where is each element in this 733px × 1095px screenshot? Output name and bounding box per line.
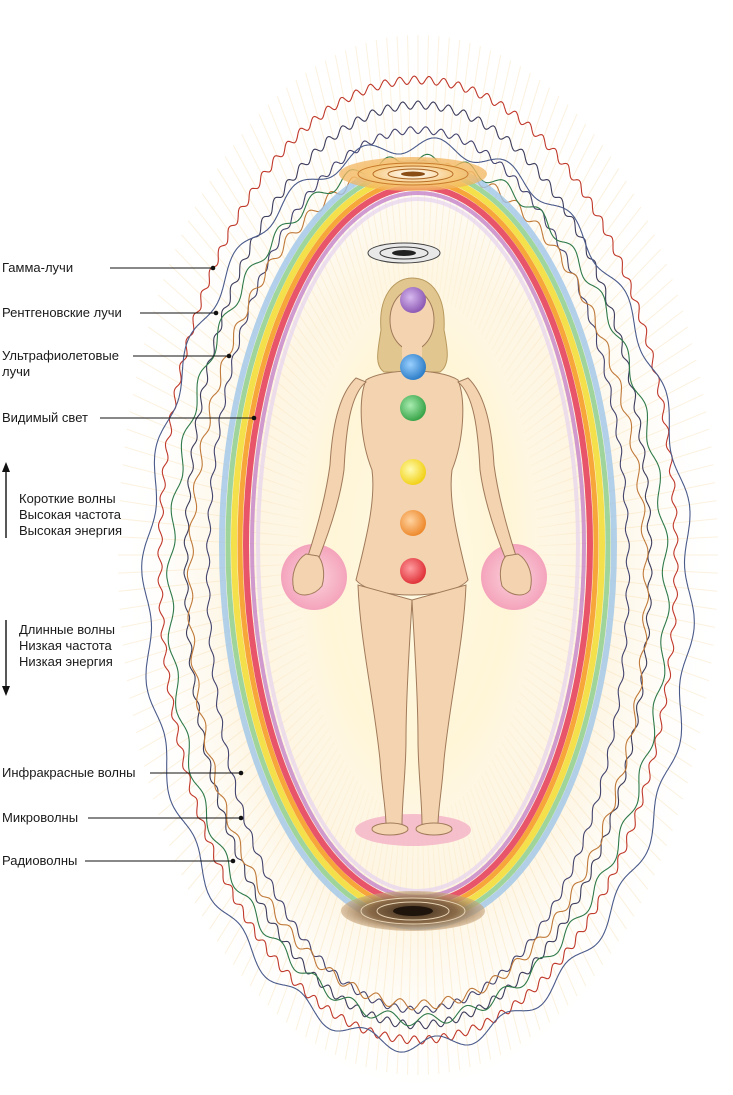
microwave-wave — [166, 153, 670, 1027]
xray-label: Рентгеновские лучи — [2, 305, 122, 320]
human-figure — [292, 277, 532, 836]
spectrum-waves — [141, 75, 695, 1053]
halo-icon — [367, 242, 441, 264]
chakra-crown-icon — [400, 287, 426, 313]
gamma-wave — [157, 75, 679, 1045]
uv-wave — [205, 126, 631, 1015]
leader-dots — [210, 265, 257, 864]
earth-vortex-icon — [341, 891, 485, 931]
chakra-root-icon — [400, 558, 426, 584]
xray-wave — [183, 100, 653, 1030]
chakra-throat-icon — [400, 354, 426, 380]
visible-light-label: Видимый свет — [2, 410, 88, 425]
chakras — [400, 287, 426, 584]
uv-label: Ультрафиолетовые лучи — [2, 348, 119, 379]
chakra-solar-icon — [400, 459, 426, 485]
arrow-up-icon — [2, 462, 10, 538]
leader-lines — [85, 267, 254, 862]
chakra-heart-icon — [400, 395, 426, 421]
long-waves-text: Длинные волны Низкая частота Низкая энер… — [19, 622, 116, 669]
feet-glow — [355, 814, 471, 846]
short-waves-text: Короткие волны Высокая частота Высокая э… — [19, 491, 123, 538]
arrow-down-icon — [2, 620, 10, 696]
microwave-label: Микроволны — [2, 810, 79, 825]
crown-vortex-icon — [339, 157, 487, 191]
radio-label: Радиоволны — [2, 853, 78, 868]
radio-wave — [141, 137, 695, 1053]
gamma-label: Гамма-лучи — [2, 260, 74, 275]
infrared-label: Инфракрасные волны — [2, 765, 136, 780]
chakra-sacral-icon — [400, 510, 426, 536]
infrared-wave — [186, 159, 650, 1011]
